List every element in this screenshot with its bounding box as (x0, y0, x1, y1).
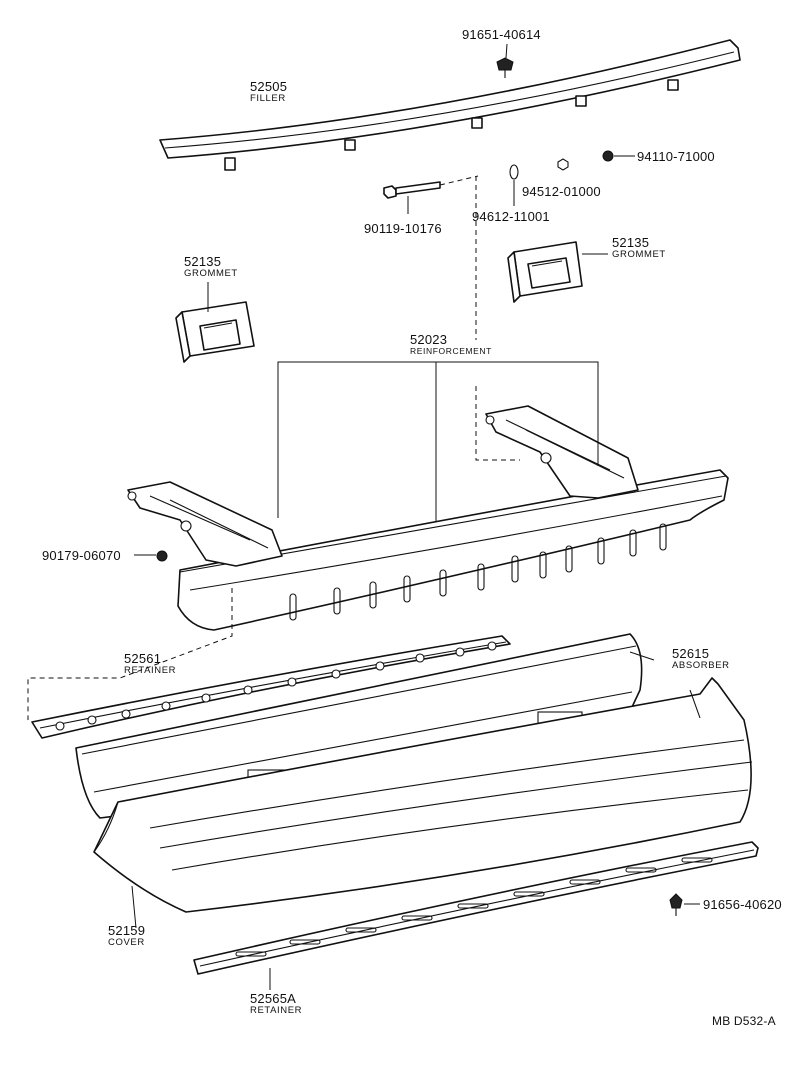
grommet-left-part (175, 282, 255, 363)
washer-b-part (509, 164, 519, 206)
bolt-part (383, 175, 479, 214)
washer-b-label: 94612-11001 (472, 210, 550, 223)
clip-top-part (496, 43, 514, 78)
cover-name: COVER (108, 937, 145, 948)
clip-top-label: 91651-40614 (462, 28, 541, 41)
bolt-number: 90119-10176 (364, 221, 442, 236)
retainer-upper-part (31, 635, 511, 739)
grommet-left-label: 52135 GROMMET (184, 255, 238, 279)
absorber-name: ABSORBER (672, 660, 730, 671)
filler-label: 52505 FILLER (250, 80, 287, 104)
nut-right-label: 94110-71000 (637, 150, 715, 163)
grommet-left-name: GROMMET (184, 268, 238, 279)
bolt-label: 90119-10176 (364, 222, 442, 235)
cover-part (93, 677, 753, 929)
grommet-right-label: 52135 GROMMET (612, 236, 666, 260)
grommet-right-number: 52135 (612, 235, 650, 250)
retainer-lower-label: 52565A RETAINER (250, 992, 302, 1016)
absorber-number: 52615 (672, 646, 710, 661)
reinforcement-name: REINFORCEMENT (410, 346, 492, 356)
absorber-label: 52615 ABSORBER (672, 647, 730, 671)
retainer-lower-number: 52565A (250, 991, 297, 1006)
grommet-left-number: 52135 (184, 254, 222, 269)
washer-a-label: 94512-01000 (522, 185, 601, 198)
diagram-code: MB D532-A (712, 1014, 776, 1028)
filler-number: 52505 (250, 79, 288, 94)
washer-a-part (557, 158, 569, 171)
filler-part (159, 39, 741, 171)
clip-bottom-part (669, 893, 700, 916)
retainer-upper-label: 52561 RETAINER (124, 652, 176, 676)
nut-left-label: 90179-06070 (42, 549, 121, 562)
nut-left-number: 90179-06070 (42, 548, 121, 563)
cover-number: 52159 (108, 923, 146, 938)
clip-bottom-label: 91656-40620 (703, 898, 782, 911)
clip-bottom-number: 91656-40620 (703, 897, 782, 912)
grommet-right-name: GROMMET (612, 249, 666, 260)
retainer-lower-part (193, 841, 759, 990)
absorber-part (75, 633, 655, 819)
nut-left-part (134, 550, 168, 562)
retainer-upper-number: 52561 (124, 651, 162, 666)
reinforcement-part (127, 361, 729, 631)
nut-right-number: 94110-71000 (637, 149, 715, 164)
washer-b-number: 94612-11001 (472, 209, 550, 224)
retainer-lower-name: RETAINER (250, 1005, 303, 1016)
nut-right-part (602, 150, 635, 162)
clip-top-number: 91651-40614 (462, 27, 541, 42)
reinforcement-label: 52023 REINFORCEMENT (410, 333, 492, 356)
reinforcement-number: 52023 (410, 332, 448, 347)
filler-name: FILLER (250, 93, 286, 104)
washer-a-number: 94512-01000 (522, 184, 601, 199)
cover-label: 52159 COVER (108, 924, 145, 948)
retainer-upper-name: RETAINER (124, 665, 177, 676)
grommet-right-part (507, 241, 608, 303)
